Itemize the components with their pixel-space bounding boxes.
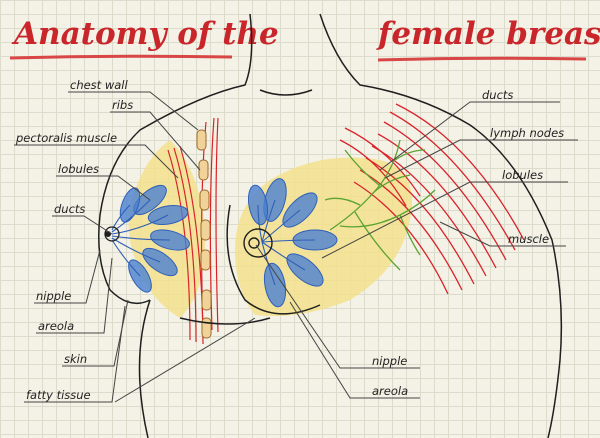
title-right: female breast — [376, 16, 600, 52]
label-lobules-left: lobules — [58, 162, 99, 176]
label-skin: skin — [64, 352, 87, 366]
label-ribs: ribs — [112, 98, 133, 112]
label-ducts-right: ducts — [482, 88, 513, 102]
label-muscle: muscle — [508, 232, 549, 246]
label-ducts-left: ducts — [54, 202, 85, 216]
lobules-right — [247, 178, 338, 308]
label-areola-left: areola — [38, 319, 74, 333]
label-chest-wall: chest wall — [70, 78, 128, 92]
body-outline — [98, 13, 563, 438]
title-left: Anatomy of the — [11, 16, 279, 52]
label-fatty-tissue: fatty tissue — [26, 388, 91, 402]
title-underline-left — [9, 54, 233, 60]
areola-right — [243, 228, 273, 258]
label-lobules-right: lobules — [502, 168, 543, 182]
label-nipple-right: nipple — [372, 354, 407, 368]
lobules-left — [111, 184, 190, 293]
lymph-nodes-network — [324, 139, 436, 271]
label-nipple-left: nipple — [36, 289, 71, 303]
label-areola-right: areola — [372, 384, 408, 398]
title-underline-right — [377, 56, 587, 62]
label-lymph-nodes: lymph nodes — [490, 126, 564, 140]
label-pectoralis-muscle: pectoralis muscle — [15, 131, 117, 145]
ribs-column — [196, 129, 212, 339]
nipple-right — [248, 237, 260, 249]
leader-lines — [14, 91, 578, 403]
pectoral-muscle-right — [339, 103, 525, 295]
